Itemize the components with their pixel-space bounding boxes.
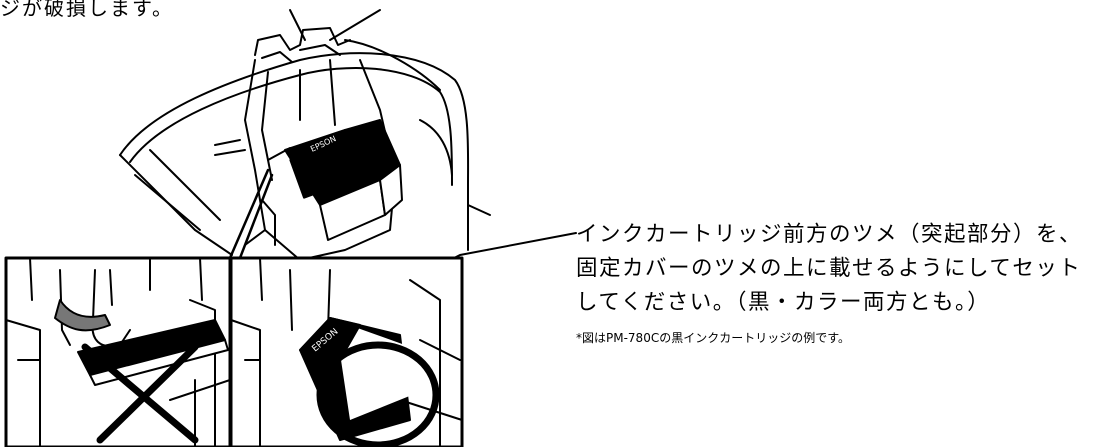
- instruction-callout: インクカートリッジ前方のツメ（突起部分）を、 固定カバーのツメの上に載せるように…: [576, 218, 1104, 346]
- illustration-note: *図はPM-780Cの黒インクカートリッジの例です。: [576, 331, 851, 345]
- cartridge-holder: [214, 27, 441, 261]
- color-cartridge: [344, 119, 403, 216]
- printer-shell-outline: [119, 52, 470, 251]
- circle-mark: [316, 341, 440, 447]
- black-cartridge: EPSON: [284, 129, 386, 241]
- cover-clamp-left: [254, 27, 351, 56]
- pointer-line-right: [329, 9, 381, 41]
- panel-correct: EPSON: [229, 256, 464, 447]
- cover-clamp-right: [299, 44, 341, 56]
- warning-text-fragment: ジが破損します。: [0, 0, 174, 20]
- cross-mark: [81, 343, 199, 444]
- instruction-line-2: 固定カバーのツメの上に載せるようにしてセット: [576, 256, 1082, 281]
- panel-incorrect: [4, 256, 232, 447]
- instruction-line-1: インクカートリッジ前方のツメ（突起部分）を、: [576, 222, 1083, 247]
- instruction-line-3: してください。（黒・カラー両方とも。）: [576, 290, 991, 315]
